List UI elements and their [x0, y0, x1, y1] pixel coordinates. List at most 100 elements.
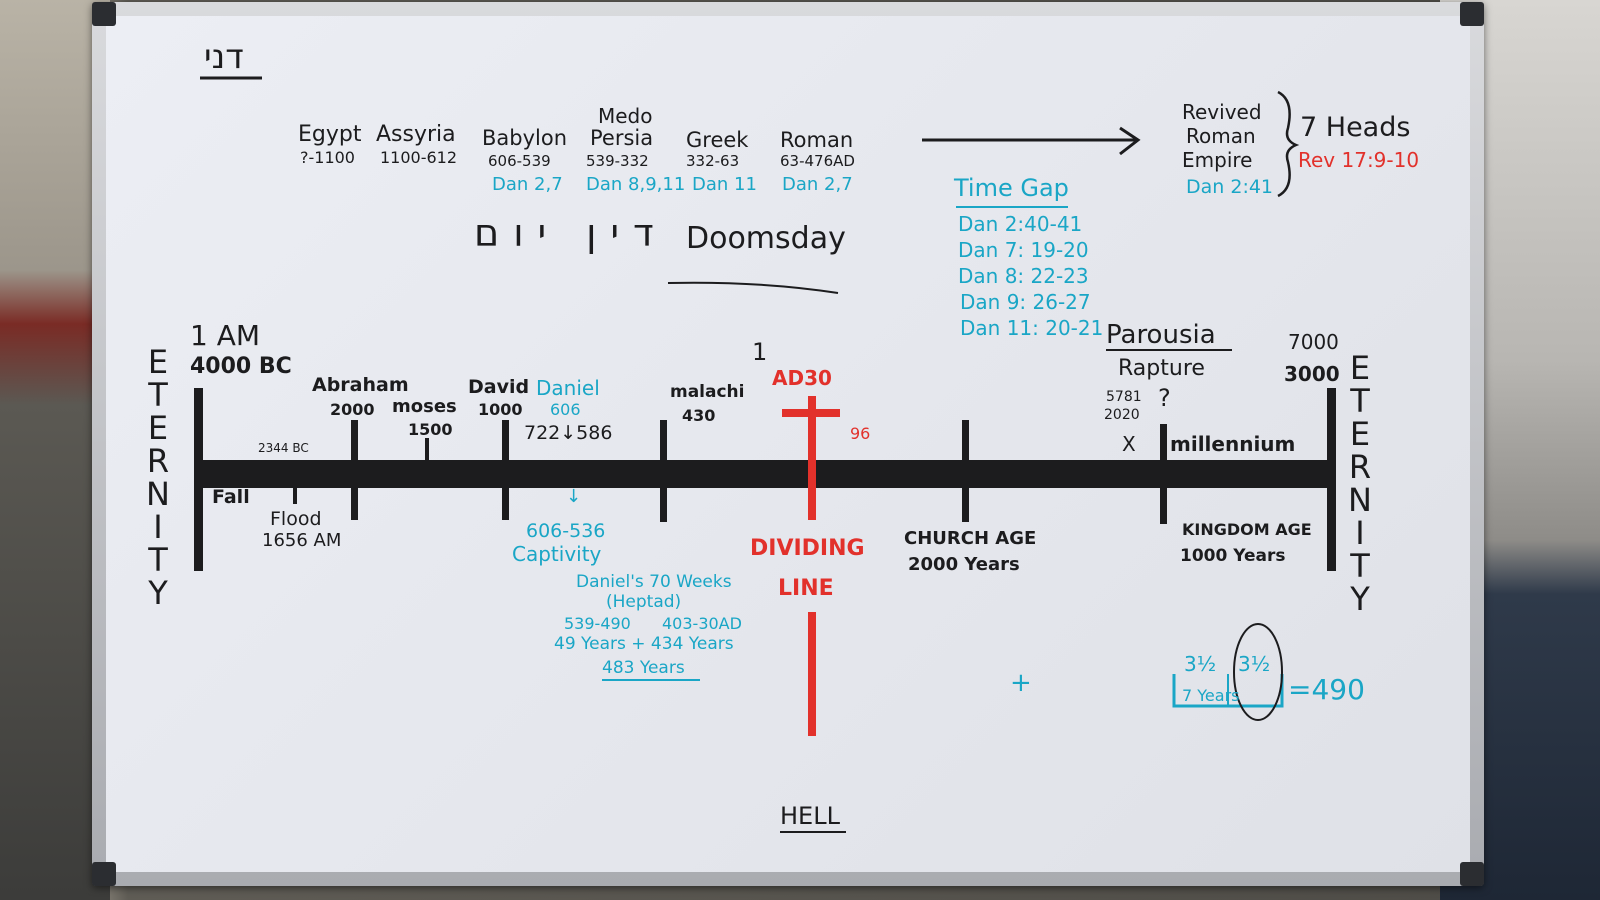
- time-gap-ref: Dan 7: 19-20: [958, 238, 1089, 262]
- equals-490: =490: [1288, 673, 1365, 706]
- seven-heads: 7 Heads: [1300, 112, 1411, 143]
- captivity-arrow: ↓: [566, 486, 582, 507]
- one-am: 1 AM: [190, 319, 261, 352]
- frame-corner: [1460, 862, 1484, 886]
- x-mark: X: [1122, 432, 1136, 456]
- david-tick: [502, 420, 509, 520]
- church-years: 2000 Years: [908, 554, 1020, 575]
- church-age-tick: [962, 420, 969, 522]
- half-b: 3½: [1238, 652, 1271, 676]
- daniel-date: 606: [550, 400, 581, 419]
- moses-tick: [425, 438, 429, 462]
- kingdom-split-dates: 722↓586: [524, 422, 613, 444]
- number-one: 1: [752, 338, 768, 366]
- time-gap-title: Time Gap: [954, 174, 1069, 202]
- abraham-date: 2000: [330, 400, 375, 419]
- empire-medo: Medo: [598, 104, 653, 128]
- ad-30: AD30: [772, 366, 832, 390]
- empire-babylon: Babylon: [482, 126, 568, 150]
- heptad: (Heptad): [606, 592, 682, 612]
- empire-babylon-refs: Dan 2,7: [492, 174, 563, 195]
- church-age: CHURCH AGE: [904, 528, 1037, 549]
- eternity-right: ETERNITY: [1348, 349, 1372, 618]
- malachi-label: malachi: [670, 382, 745, 402]
- timeline-bar: [200, 460, 1332, 488]
- weeks-range-b: 403-30AD: [662, 614, 742, 633]
- weeks-total: 483 Years: [602, 658, 685, 678]
- year-2020: 2020: [1104, 407, 1140, 423]
- bc-2344: 2344 BC: [258, 441, 309, 455]
- question-mark: ?: [1158, 384, 1171, 412]
- empire-persia-dates: 539-332: [586, 152, 649, 170]
- millennium: millennium: [1170, 432, 1296, 456]
- david-label: David: [468, 376, 530, 398]
- year-7000: 7000: [1288, 330, 1339, 354]
- cross-horizontal: [782, 409, 840, 417]
- time-gap-ref: Dan 11: 20-21: [960, 316, 1104, 340]
- empire-greek-dates: 332-63: [686, 152, 740, 170]
- time-gap-ref: Dan 9: 26-27: [960, 290, 1091, 314]
- malachi-date: 430: [682, 406, 716, 425]
- dividing-line-stroke: [808, 612, 816, 736]
- line-label: LINE: [778, 576, 834, 601]
- doomsday-underline: [667, 281, 839, 294]
- weeks-years: 49 Years + 434 Years: [554, 634, 734, 654]
- empire-greek-refs: Dan 11: [692, 174, 757, 195]
- captivity-dates: 606-536: [526, 520, 606, 542]
- frame-corner: [92, 2, 116, 26]
- flood-am: 1656 AM: [262, 530, 342, 551]
- empire-greek: Greek: [686, 128, 749, 152]
- background-left-room: [0, 0, 110, 900]
- captivity-label: Captivity: [512, 542, 602, 566]
- half-a: 3½: [1184, 652, 1217, 676]
- revived-line-1: Revived: [1182, 100, 1262, 124]
- moses-label: moses: [392, 396, 457, 417]
- empire-egypt-dates: ?-1100: [300, 148, 355, 167]
- year-5781: 5781: [1106, 389, 1142, 405]
- david-date: 1000: [478, 400, 523, 419]
- kingdom-years: 1000 Years: [1180, 546, 1286, 566]
- future-arrow-head: [1119, 126, 1141, 156]
- empire-persia-refs: Dan 8,9,11: [586, 174, 686, 195]
- parousia: Parousia: [1106, 320, 1216, 350]
- revived-ref: Dan 2:41: [1186, 176, 1274, 198]
- abraham-tick: [351, 420, 358, 520]
- malachi-tick: [660, 420, 667, 522]
- heads-brace: [1277, 90, 1300, 198]
- frame-corner: [92, 862, 116, 886]
- hebrew-title: דני: [204, 37, 244, 77]
- empire-roman-refs: Dan 2,7: [782, 174, 853, 195]
- daniel-label: Daniel: [536, 376, 600, 400]
- eternity-left: ETERNITY: [146, 343, 170, 612]
- weeks-range-a: 539-490: [564, 614, 631, 633]
- fall-label: Fall: [212, 486, 250, 508]
- revived-line-3: Empire: [1182, 148, 1253, 172]
- empire-roman: Roman: [780, 128, 854, 152]
- empire-persia: Persia: [590, 126, 654, 150]
- cross-vertical: [808, 396, 816, 520]
- time-gap-ref: Dan 2:40-41: [958, 212, 1083, 236]
- bc-4000: 4000 BC: [190, 354, 292, 379]
- flood-tick: [293, 486, 297, 504]
- rapture: Rapture: [1118, 356, 1205, 381]
- doomsday: Doomsday: [686, 221, 846, 256]
- empire-babylon-dates: 606-539: [488, 152, 551, 170]
- timeline-start-post: [194, 388, 203, 571]
- empire-assyria: Assyria: [376, 122, 456, 147]
- time-gap-ref: Dan 8: 22-23: [958, 264, 1089, 288]
- revived-line-2: Roman: [1186, 124, 1256, 148]
- abraham-label: Abraham: [312, 374, 409, 396]
- rev-ref: Rev 17:9-10: [1298, 148, 1420, 172]
- dividing-label: DIVIDING: [750, 536, 865, 561]
- year-3000: 3000: [1284, 362, 1340, 386]
- circle-mark: [1233, 623, 1283, 721]
- seventy-weeks: Daniel's 70 Weeks: [576, 572, 732, 592]
- kingdom-age: KINGDOM AGE: [1182, 520, 1312, 539]
- plus-sign: +: [1010, 668, 1032, 698]
- flood-label: Flood: [270, 508, 322, 530]
- rapture-tick: [1160, 424, 1167, 524]
- whiteboard: [106, 16, 1470, 872]
- timeline-end-post: [1327, 388, 1336, 571]
